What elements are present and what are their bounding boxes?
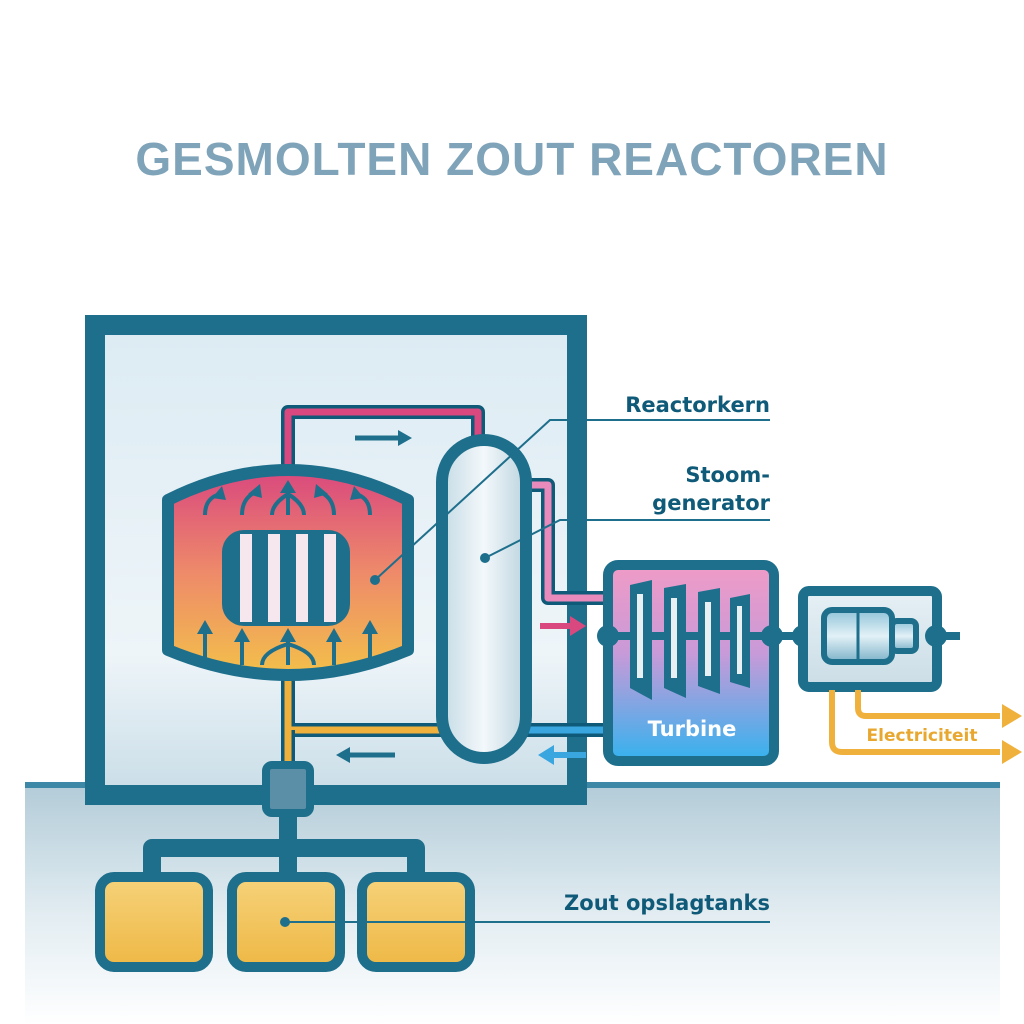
flow-arrow-left <box>336 747 395 763</box>
diagram-title: GESMOLTEN ZOUT REACTOREN <box>135 133 889 185</box>
reactor-core-marker <box>370 575 380 585</box>
storage-tanks-label: Zout opslagtanks <box>564 891 770 915</box>
electricity-label: Electriciteit <box>867 726 978 746</box>
steam-generator <box>436 434 532 764</box>
flow-arrow-right <box>355 430 412 446</box>
turbine <box>597 560 960 766</box>
storage-tank-marker <box>280 917 290 927</box>
steam-generator-marker <box>480 553 490 563</box>
turbine-label: Turbine <box>648 717 737 741</box>
electric-generator <box>798 586 947 692</box>
steam-generator-label-line2: generator <box>652 491 770 515</box>
reactor-core-label: Reactorkern <box>625 393 770 417</box>
reactor-core <box>162 464 414 681</box>
storage-tanks <box>95 872 475 972</box>
storage-tank <box>95 872 213 972</box>
tank-manifold <box>143 810 425 880</box>
steam-arrow-icon <box>540 616 586 636</box>
steam-pipe <box>525 478 615 605</box>
leader-lines <box>285 419 770 923</box>
drain-valve <box>262 761 314 817</box>
steam-generator-label-line1: Stoom- <box>685 463 770 487</box>
water-arrow-icon <box>538 745 586 765</box>
electricity-arrowhead-icon <box>1002 740 1022 764</box>
electricity-arrowhead-icon <box>1002 704 1022 728</box>
electricity-arrows <box>829 690 1000 755</box>
hot-salt-pipe <box>281 405 485 470</box>
